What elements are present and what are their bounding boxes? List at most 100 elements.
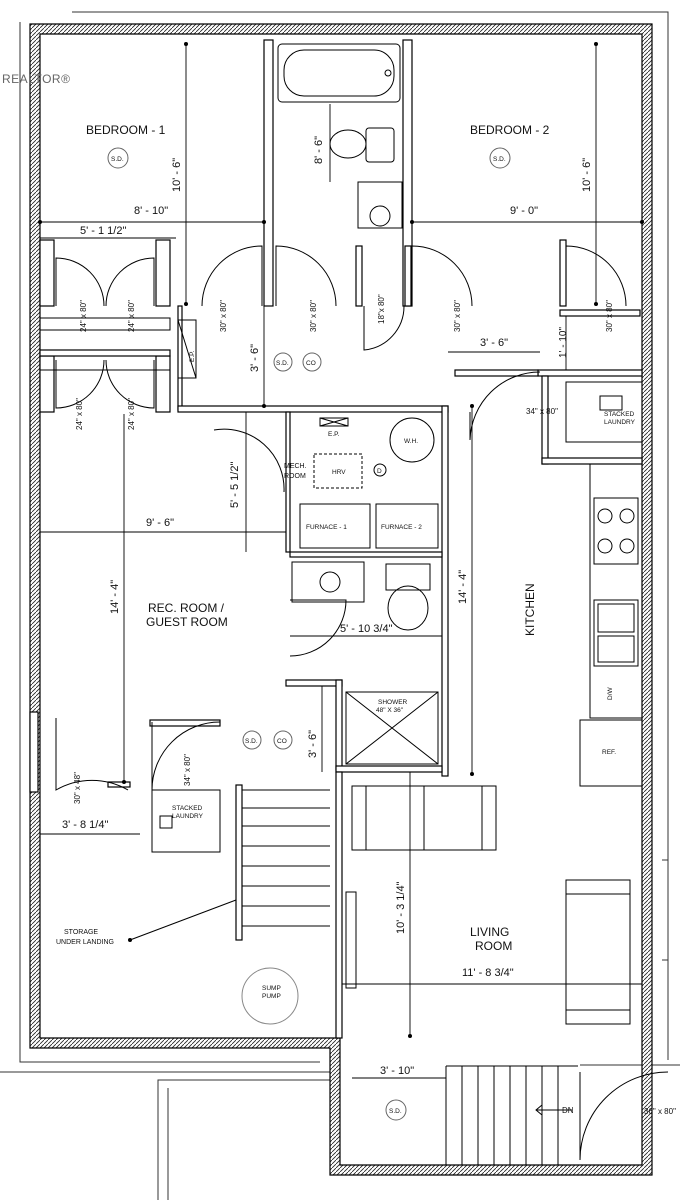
door-30x80-3: 30" x 80" [453,300,462,332]
realtor-watermark: REALTOR® [2,72,71,86]
dimension-ticks [38,42,644,1038]
storage-label-2: UNDER LANDING [56,939,114,946]
laundry-label-2: LAUNDRY [172,813,204,820]
sd-rec: S.D. [245,738,258,745]
laundry-label-1: LAUNDRY [604,419,636,426]
dim-storage-width: 3' - 8 1/4" [62,819,108,831]
mech-room-label-1: MECH. [284,463,307,470]
interior-walls [29,39,643,1039]
door-30x80-2: 30" x 80" [309,300,318,332]
door-24x80-4: 24" x 80" [127,398,136,430]
furnace-1-label: FURNACE - 1 [306,524,347,531]
ep-label-1: E.P. [189,350,196,362]
ref-label: REF. [602,749,616,756]
laundry-2 [151,789,221,853]
dim-hall2-depth: 3' - 6" [307,730,319,758]
dim-bath2-width: 5' - 10 3/4" [340,623,393,635]
kitchen-sink [593,599,639,667]
dimension-labels: 10' - 6" 8' - 10" 5' - 1 1/2" 8' - 6" 10… [62,136,593,1077]
door-24x80-3: 24" x 80" [75,398,84,430]
door-18x80: 18"x 80" [377,294,386,324]
door-34x80-1: 34" x 80" [526,407,558,416]
exterior-wall [29,23,653,1176]
co-rec: CO [277,738,287,745]
door-24x80-2: 24" x 80" [127,300,136,332]
dim-hall-depth: 3' - 6" [249,344,261,372]
stacked-label-2: STACKED [172,805,203,812]
dim-bath-depth: 8' - 6" [313,136,325,164]
living-room-label-1: LIVING [470,925,509,939]
dim-bed1-width: 8' - 10" [134,205,168,217]
vanity-2 [291,561,365,603]
fixture-labels: S.D. S.D. S.D. CO S.D. CO S.D. E.P. E.P.… [107,147,636,1121]
living-room-label-2: ROOM [475,939,512,953]
dim-mech-offset: 5' - 5 1/2" [229,462,241,508]
sd-bedroom-1: S.D. [111,156,124,163]
closet-shelf-2 [39,355,171,371]
door-30x48: 30" x 48" [73,772,82,804]
dim-bed1-depth: 10' - 6" [171,158,183,192]
storage-label-1: STORAGE [64,929,98,936]
door-labels: 24" x 80" 24" x 80" 24" x 80" 24" x 80" … [73,294,676,1116]
dim-bed2-width: 9' - 0" [510,205,538,217]
dim-entry-width: 3' - 10" [380,1065,414,1077]
door-24x80-1: 24" x 80" [79,300,88,332]
furnace-1-box [299,503,371,549]
dw-label: D/W [607,687,614,701]
bedroom-1-label: BEDROOM - 1 [86,123,166,137]
outer-property-lines [0,11,680,1200]
vanity-1 [357,181,403,229]
tv [345,891,357,989]
dim-bed2-depth: 10' - 6" [581,158,593,192]
door-34x80-2: 34" x 80" [183,754,192,786]
shower-label-1: SHOWER [378,699,408,706]
stacked-label-1: STACKED [604,411,635,418]
door-36x80: 36" x 80" [644,1107,676,1116]
toilet-1 [365,127,395,163]
toilet-2 [385,563,431,591]
bathtub [277,43,401,103]
shower-label-2: 48" X 36" [376,707,404,714]
dimension-lines [40,44,642,1079]
co-hall: CO [306,360,316,367]
dim-living-width: 11' - 8 3/4" [462,967,514,979]
sd-hall: S.D. [276,360,289,367]
bedroom-2-label: BEDROOM - 2 [470,123,550,137]
dim-closet-width: 5' - 1 1/2" [80,225,126,237]
closet-shelf-1 [39,317,171,331]
mech-room-label-2: ROOM [284,473,306,480]
rec-room-label-2: GUEST ROOM [146,615,228,629]
dim-hall-width: 3' - 6" [480,337,508,349]
fridge [579,719,643,787]
sump-label-1: SUMP [262,985,281,992]
dim-living-depth: 10' - 3 1/4" [395,881,407,934]
d-label: D [377,468,382,475]
counter [589,463,643,719]
ep-label-2: E.P. [328,431,340,438]
kitchen-label: KITCHEN [523,583,537,636]
furnace-2-box [375,503,439,549]
door-swings [55,245,669,1161]
dim-rec-width: 9' - 6" [146,517,174,529]
sump-pump-circle [241,967,299,1025]
door-30x80-1: 30" x 80" [219,300,228,332]
dim-rec-depth: 14' - 4" [109,580,121,614]
shower [345,691,439,765]
sump-label-2: PUMP [262,993,281,1000]
rec-room-label-1: REC. ROOM / [148,601,225,615]
door-30x80-4: 30" x 80" [605,300,614,332]
stairs [129,789,578,1165]
hrv-box [313,453,363,489]
wh-label: W.H. [404,438,418,445]
laundry-cabinet [565,381,643,443]
room-labels: BEDROOM - 1 BEDROOM - 2 REC. ROOM / GUES… [56,123,550,953]
hrv-label: HRV [332,469,346,476]
sd-bedroom-2: S.D. [493,156,506,163]
dim-laundry-nook: 1' - 10" [558,327,569,358]
furnace-2-label: FURNACE - 2 [381,524,422,531]
sd-entry: S.D. [389,1108,402,1115]
stove [593,497,639,565]
dim-kitchen-depth: 14' - 4" [457,570,469,604]
dn-label: DN [562,1106,574,1115]
